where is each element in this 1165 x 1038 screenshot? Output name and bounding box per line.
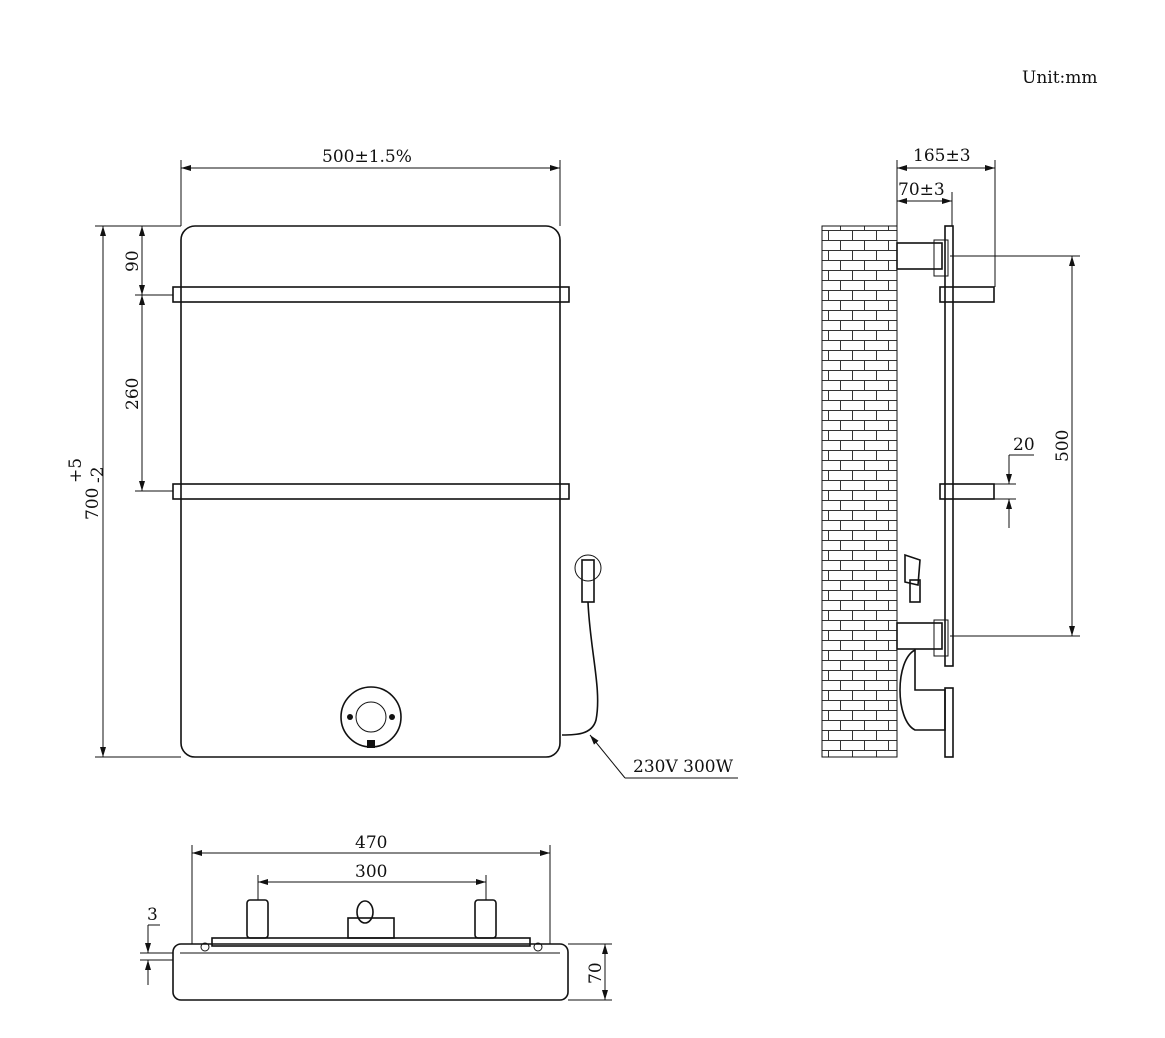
panel-bottom-outline: [172, 943, 569, 1001]
standoff-dimension: 70±3: [898, 180, 945, 200]
bar-spacing-dimension: 260: [123, 378, 143, 410]
side-view: 165±3 70±3 500 20: [821, 146, 1080, 758]
height-tolerance-lower: -2: [88, 466, 108, 483]
wall-brick: [821, 225, 898, 758]
bracket-spacing-dimension: 500: [1053, 430, 1073, 462]
wall-bracket-bottom: [896, 622, 943, 650]
towel-bar-bottom: [172, 483, 570, 500]
pin-left: [246, 899, 269, 939]
bar-side-bottom: [939, 483, 995, 500]
pin-right: [474, 899, 497, 939]
bar-side-top: [939, 286, 995, 303]
thermostat-dial-icon: [340, 686, 402, 748]
gap-dimension: 3: [147, 905, 158, 925]
height-dimension: 700: [83, 488, 103, 520]
power-label: 230V 300W: [633, 757, 734, 777]
width-dimension: 500±1.5%: [322, 147, 412, 167]
plug-housing: [347, 917, 395, 939]
towel-bar-top: [172, 286, 570, 303]
bottom-view: 470 300 3 70: [140, 833, 612, 1001]
depth-dimension-bottom: 70: [586, 962, 606, 984]
thermostat-side: [899, 648, 946, 731]
height-tolerance-upper: +5: [66, 458, 86, 483]
unit-label: Unit:mm: [1022, 68, 1098, 88]
pin-spacing-dimension: 300: [355, 862, 387, 882]
power-plug-icon: [561, 554, 602, 736]
bar-thickness-dimension: 20: [1013, 435, 1035, 455]
overall-width-dimension: 470: [355, 833, 387, 853]
wall-bracket-top: [896, 242, 943, 270]
front-view: 500±1.5% 700 +5 -2 90 260 230V 300W: [66, 147, 738, 779]
panel-outline: [180, 225, 561, 758]
top-gap-dimension: 90: [123, 250, 143, 272]
panel-edge: [944, 225, 954, 667]
depth-dimension: 165±3: [913, 146, 971, 166]
